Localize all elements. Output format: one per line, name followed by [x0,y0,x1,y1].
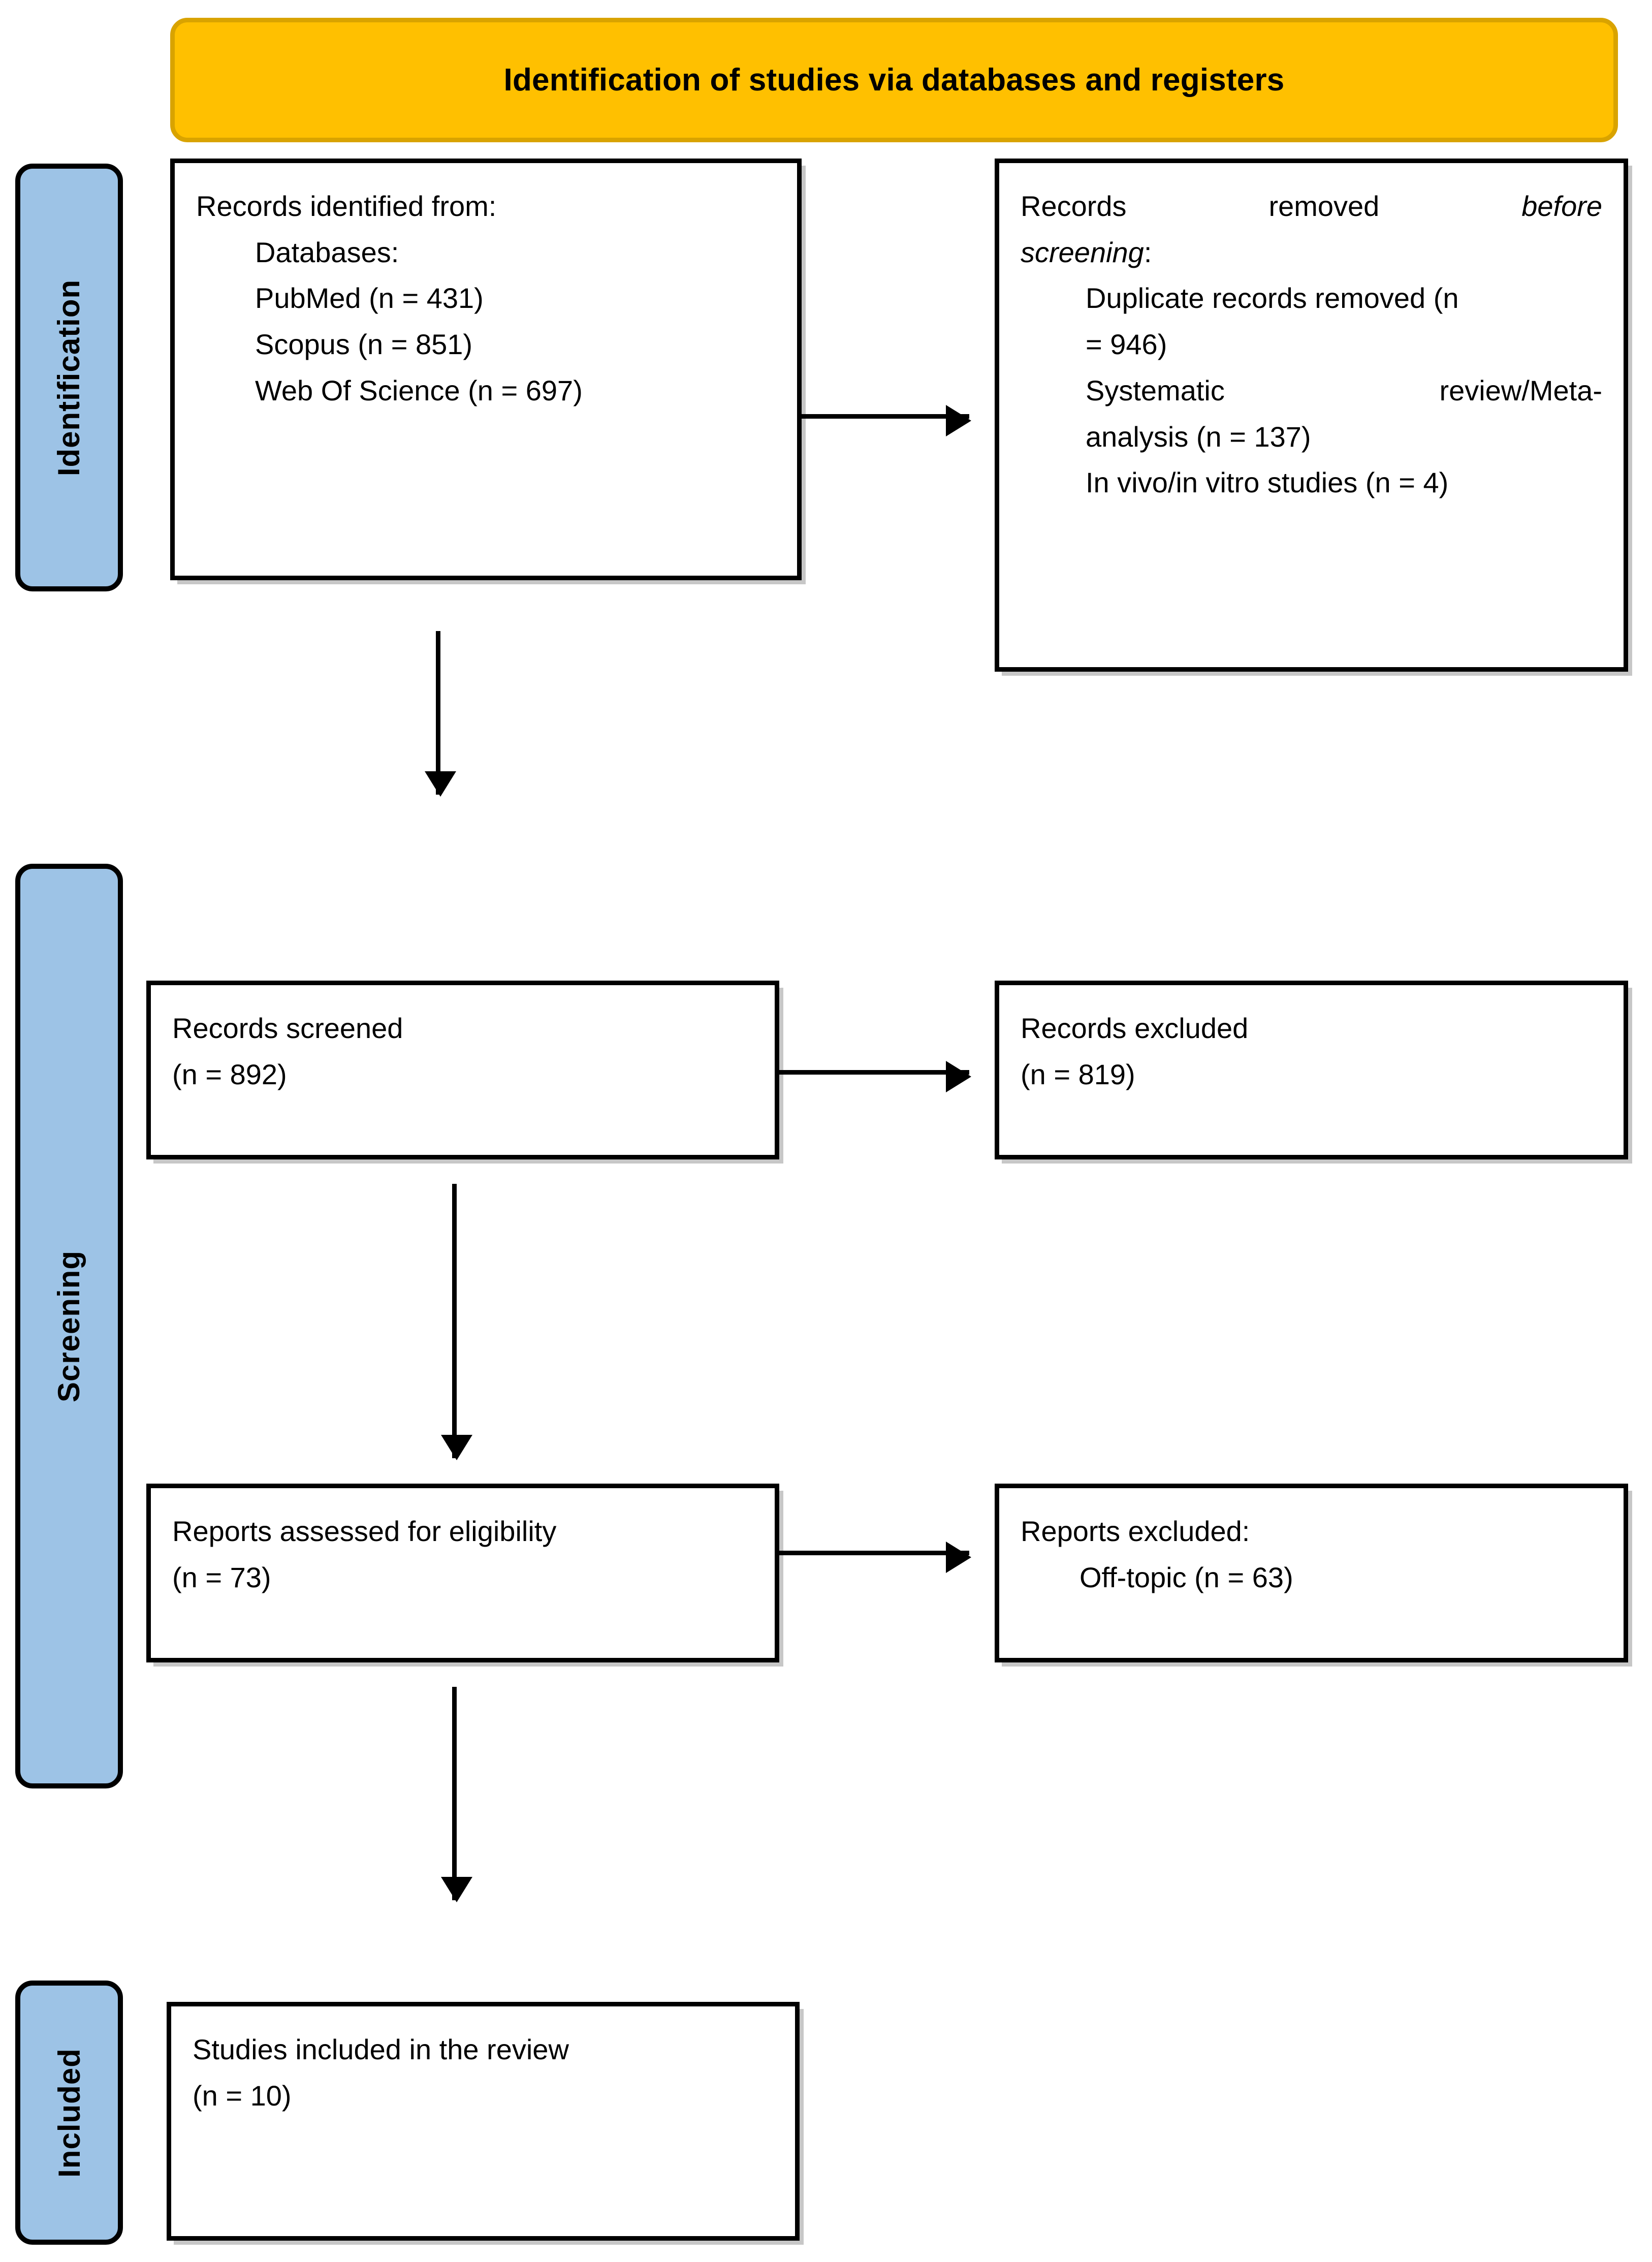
reports-excluded-label: Reports excluded: [1021,1515,1250,1547]
records-removed-heading-mid: removed [1268,190,1380,222]
arrow-identified-to-screened-icon [425,631,456,797]
records-identified-source-pubmed: PubMed (n = 431) [255,282,484,315]
stage-label-screening: Screening [15,864,123,1788]
records-removed-heading-lead: Records [1021,190,1127,222]
box-records-excluded-content: Records excluded (n = 819) [999,985,1624,1118]
box-records-removed-before-screening: Records removed before screening: Duplic… [995,159,1628,672]
arrow-screened-to-excluded-icon [779,1061,971,1092]
phase-banner-identification: Identification of studies via databases … [170,18,1618,142]
box-reports-excluded-content: Reports excluded: Off-topic (n = 63) [999,1488,1624,1621]
records-excluded-count: (n = 819) [1021,1058,1135,1090]
box-records-identified: Records identified from: Databases: PubM… [170,159,802,580]
box-studies-included-content: Studies included in the review (n = 10) [171,2006,795,2139]
box-reports-assessed-eligibility: Reports assessed for eligibility (n = 73… [146,1484,779,1662]
studies-included-label: Studies included in the review [193,2033,569,2065]
reports-excluded-reason-offtopic: Off-topic (n = 63) [1079,1561,1293,1593]
box-reports-excluded: Reports excluded: Off-topic (n = 63) [995,1484,1628,1662]
phase-banner-title: Identification of studies via databases … [503,62,1285,98]
box-records-screened: Records screened (n = 892) [146,981,779,1159]
records-identified-source-wos: Web Of Science (n = 697) [255,374,583,406]
records-identified-heading: Records identified from: [196,190,497,222]
stage-label-identification-text: Identification [52,279,86,476]
records-excluded-label: Records excluded [1021,1012,1249,1044]
records-identified-source-scopus: Scopus (n = 851) [255,328,473,361]
records-removed-heading-colon: : [1143,236,1152,268]
records-removed-item-sysrev-line2: analysis (n = 137) [1086,420,1311,453]
box-records-screened-content: Records screened (n = 892) [151,985,775,1118]
records-removed-item-sysrev-line1: Systematic review/Meta- [1021,368,1602,414]
box-records-removed-content: Records removed before screening: Duplic… [999,163,1624,526]
box-records-excluded: Records excluded (n = 819) [995,981,1628,1159]
box-reports-assessed-content: Reports assessed for eligibility (n = 73… [151,1488,775,1621]
stage-label-included: Included [15,1981,123,2245]
arrow-screened-to-eligibility-icon [441,1184,472,1460]
records-screened-count: (n = 892) [172,1058,287,1090]
stage-label-included-text: Included [52,2048,86,2178]
arrow-identified-to-removed-icon [802,405,971,436]
box-records-identified-content: Records identified from: Databases: PubM… [175,163,797,434]
records-removed-heading-line2: screening: [1021,230,1602,276]
records-removed-heading-italic: before [1521,190,1603,222]
records-removed-item-duplicates-line2: = 946) [1086,328,1167,361]
records-removed-heading-italic-2: screening [1021,236,1144,268]
records-removed-item-duplicates-line1: Duplicate records removed (n [1086,282,1459,315]
reports-assessed-label: Reports assessed for eligibility [172,1515,557,1547]
records-removed-heading-line1: Records removed before [1021,183,1602,230]
records-removed-item-sysrev-a: Systematic [1086,374,1225,406]
arrow-eligibility-to-reports-excluded-icon [779,1542,971,1573]
records-removed-item-invivo: In vivo/in vitro studies (n = 4) [1086,466,1449,499]
studies-included-count: (n = 10) [193,2079,292,2112]
arrow-eligibility-to-included-icon [441,1687,472,1902]
records-removed-item-sysrev-b: review/Meta- [1439,374,1602,406]
stage-label-screening-text: Screening [52,1250,86,1402]
reports-assessed-count: (n = 73) [172,1561,271,1593]
records-identified-subheading: Databases: [255,236,399,268]
records-screened-label: Records screened [172,1012,403,1044]
box-studies-included: Studies included in the review (n = 10) [167,2002,800,2241]
stage-label-identification: Identification [15,164,123,591]
